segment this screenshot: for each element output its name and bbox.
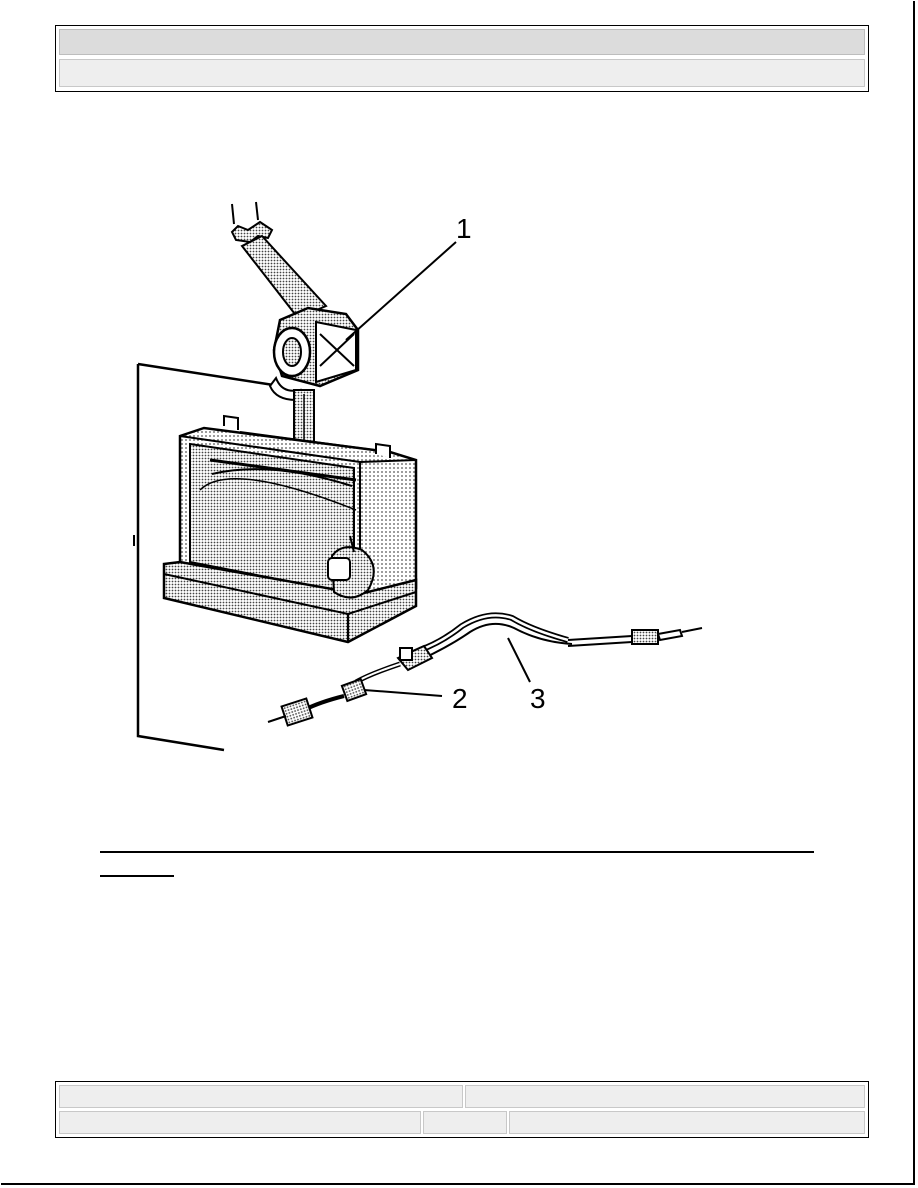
footer-cell-mid-bottom (423, 1111, 507, 1134)
callout-label-3: 3 (530, 683, 546, 714)
page-header (55, 25, 869, 92)
section-divider-short (100, 875, 174, 877)
header-title-bar (59, 29, 865, 55)
callout-label-2: 2 (452, 683, 468, 714)
page-footer (55, 1081, 869, 1138)
header-subtitle-bar (59, 59, 865, 87)
component-illustration: 1 2 3 (120, 190, 720, 760)
footer-cell-left-top (59, 1085, 463, 1108)
section-divider (100, 851, 814, 853)
callout-label-1: 1 (456, 213, 472, 244)
footer-cell-right-top (465, 1085, 865, 1108)
footer-cell-right-bottom (509, 1111, 865, 1134)
footer-cell-left-bottom (59, 1111, 421, 1134)
